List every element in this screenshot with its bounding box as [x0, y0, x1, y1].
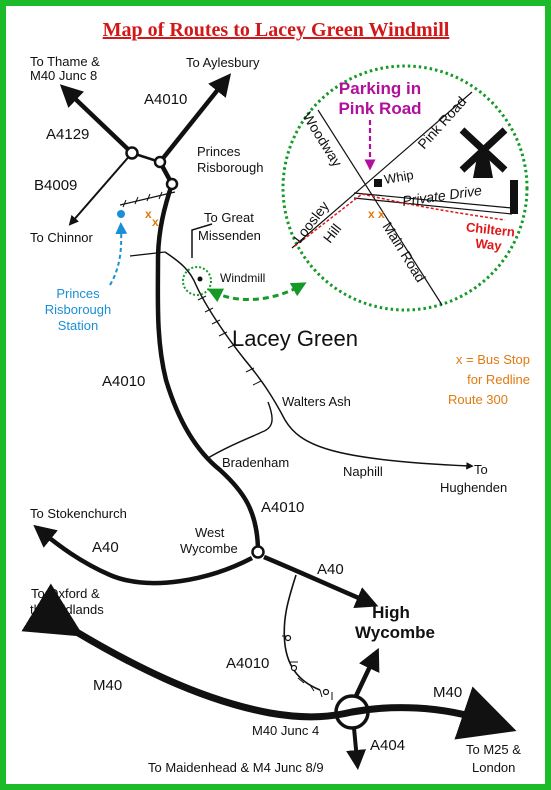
walters-ash-label: Walters Ash: [282, 394, 351, 409]
inset-link-arrow: [207, 282, 307, 303]
mini-roundabout-2: [290, 664, 298, 672]
a4010-bottom-label: A4010: [226, 655, 269, 672]
walters-ash-road: [207, 401, 273, 459]
naphill-label: Naphill: [343, 464, 383, 479]
roundabout-west-wycombe: [251, 545, 265, 559]
whip-label: Whip: [383, 167, 415, 187]
a40-east-road: [263, 554, 379, 608]
m40-junc4-roundabout: [334, 694, 370, 730]
a40-west-road: [33, 524, 254, 586]
parking-label-1: Parking in: [339, 79, 421, 98]
parking-label-2: Pink Road: [338, 99, 421, 118]
m40-motorway: [21, 583, 517, 740]
m40-right-label: M40: [433, 684, 462, 701]
a4010-north-road: [158, 73, 232, 164]
bus-legend-2: for Redline: [467, 372, 530, 387]
to-aylesbury-label: To Aylesbury: [186, 55, 260, 70]
windmill-label: Windmill: [220, 271, 265, 285]
railway: [119, 191, 176, 206]
station-dot: [117, 210, 125, 218]
village-ticks: [197, 295, 262, 386]
whip-pub-icon: [374, 179, 382, 187]
a4010-mid-label: A4010: [102, 373, 145, 390]
rail-ticks: [122, 191, 163, 208]
high-wycombe-label: Wycombe: [355, 623, 435, 642]
great-missenden-road: [191, 223, 213, 258]
bus-legend-3: Route 300: [448, 392, 508, 407]
map-title: Map of Routes to Lacey Green Windmill: [103, 19, 450, 41]
lacey-green-road: [164, 251, 474, 470]
missenden-label: Missenden: [198, 228, 261, 243]
inset-bus-stops: x x: [368, 207, 385, 221]
chiltern-way-path: [294, 193, 506, 247]
a4129-label: A4129: [46, 126, 89, 143]
a4010-top-label: A4010: [144, 91, 187, 108]
m40-junc8-label: M40 Junc 8: [30, 68, 97, 83]
station-label-1: Princes: [56, 286, 100, 301]
inset-circle: [281, 64, 529, 312]
station-label-2: Risborough: [45, 302, 112, 317]
junction-to-high-wycombe: [353, 647, 380, 697]
roundabout-princes-2: [153, 155, 167, 169]
chiltern-way-label-1: Chiltern: [465, 219, 515, 239]
a40-left-label: A40: [92, 539, 119, 556]
mini-roundabout-1: [284, 634, 292, 642]
inset-roads: [291, 91, 518, 306]
windmill-dotted-circle: [182, 266, 212, 296]
to-chinnor-label: To Chinnor: [30, 230, 94, 245]
princes-label: Princes: [197, 144, 241, 159]
bus-stop-marker-2: x: [152, 215, 159, 229]
to-thame-label: To Thame &: [30, 54, 100, 69]
to-m25-label-1: To M25 &: [466, 742, 521, 757]
b4009-road: [68, 152, 133, 226]
station-arrow: [109, 222, 128, 286]
bradenham-label: Bradenham: [222, 455, 289, 470]
risborough-label: Risborough: [197, 160, 264, 175]
a4010-low-label: A4010: [261, 499, 304, 516]
to-hughenden-label-1: To: [474, 462, 488, 477]
lacey-green-label: Lacey Green: [232, 326, 358, 351]
west-label: West: [195, 525, 225, 540]
to-hughenden-label-2: Hughenden: [440, 480, 507, 495]
b4009-label: B4009: [34, 177, 77, 194]
bus-stop-marker-1: x: [145, 207, 152, 221]
windmill-icon: [197, 276, 203, 282]
station-label-3: Station: [58, 318, 98, 333]
roundabout-princes-3: [165, 177, 179, 191]
to-m25-label-2: London: [472, 760, 515, 775]
to-great-label: To Great: [204, 210, 254, 225]
m40-junc4-label: M40 Junc 4: [252, 723, 319, 738]
a4010-south-road: [283, 574, 321, 691]
wycombe-label: Wycombe: [180, 541, 238, 556]
windmill-silhouette-icon: [459, 127, 508, 178]
to-oxford-label-2: the Midlands: [30, 602, 104, 617]
chiltern-way-label-2: Way: [475, 236, 503, 254]
bus-legend-1: x = Bus Stop: [456, 352, 530, 367]
a404-label: A404: [370, 737, 405, 754]
a404-road: [346, 727, 367, 770]
roundabout-princes-1: [125, 146, 139, 160]
a4010-main-road: [155, 160, 261, 553]
to-oxford-label-1: To Oxford &: [31, 586, 100, 601]
m40-left-label: M40: [93, 677, 122, 694]
a40-right-label: A40: [317, 561, 344, 578]
to-stokenchurch-label: To Stokenchurch: [30, 506, 127, 521]
mini-roundabout-3: [322, 688, 330, 696]
great-missenden-arrow: [129, 251, 166, 257]
to-maidenhead-label: To Maidenhead & M4 Junc 8/9: [148, 760, 324, 775]
a4129-road: [59, 84, 134, 155]
high-label: High: [372, 603, 410, 622]
